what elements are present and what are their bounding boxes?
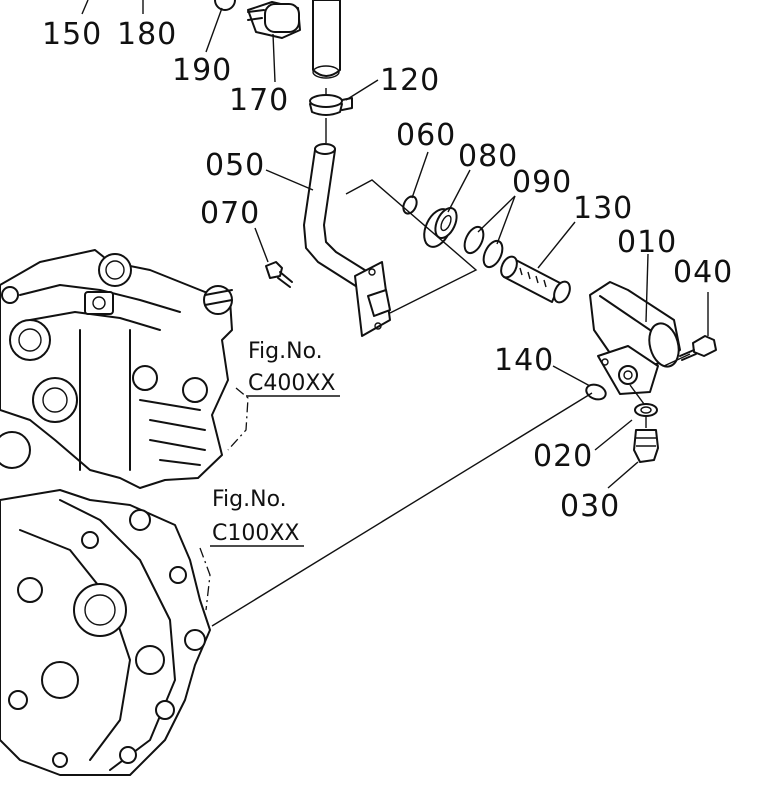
fig-ref-label: Fig.No. — [248, 339, 323, 364]
part-090-o-rings — [463, 225, 504, 269]
fig-reference-c400xx: Fig.No. C400XX — [246, 339, 340, 397]
callout-060: 060 — [396, 118, 456, 153]
part-040-bolt — [679, 335, 717, 361]
callout-150: 150 — [42, 17, 102, 52]
callout-190: 190 — [172, 53, 232, 88]
part-050-suction-pipe — [303, 143, 391, 337]
callout-140: 140 — [494, 343, 554, 378]
fig-ref-code: C400XX — [248, 371, 336, 396]
callout-090: 090 — [512, 165, 572, 200]
part-080-seal — [423, 207, 458, 248]
part-020-washer — [634, 403, 658, 417]
callout-020: 020 — [533, 439, 593, 474]
callout-120: 120 — [380, 63, 440, 98]
part-pipe-vertical — [312, 0, 341, 79]
part-010-filter-housing — [589, 281, 681, 395]
callout-010: 010 — [617, 225, 677, 260]
callout-labels: 150 180 190 170 120 060 080 050 090 130 … — [42, 17, 733, 524]
part-120-clamp — [309, 94, 353, 116]
callout-130: 130 — [573, 191, 633, 226]
fig-ref-label: Fig.No. — [212, 487, 287, 512]
part-140-o-ring — [585, 383, 607, 401]
transmission-case — [0, 249, 249, 776]
callout-050: 050 — [205, 148, 265, 183]
callout-040: 040 — [673, 255, 733, 290]
callout-170: 170 — [229, 83, 289, 118]
callout-070: 070 — [200, 196, 260, 231]
part-170-plug — [214, 0, 301, 39]
part-030-drain-plug — [633, 429, 659, 463]
part-070-bolt — [265, 261, 293, 288]
callout-180: 180 — [117, 17, 177, 52]
assembly-lines — [211, 88, 691, 627]
callout-080: 080 — [458, 139, 518, 174]
fig-ref-code: C100XX — [212, 521, 300, 546]
fig-reference-c100xx: Fig.No. C100XX — [210, 487, 304, 547]
part-130-strainer — [500, 255, 571, 304]
callout-030: 030 — [560, 489, 620, 524]
leader-lines — [81, 0, 709, 489]
